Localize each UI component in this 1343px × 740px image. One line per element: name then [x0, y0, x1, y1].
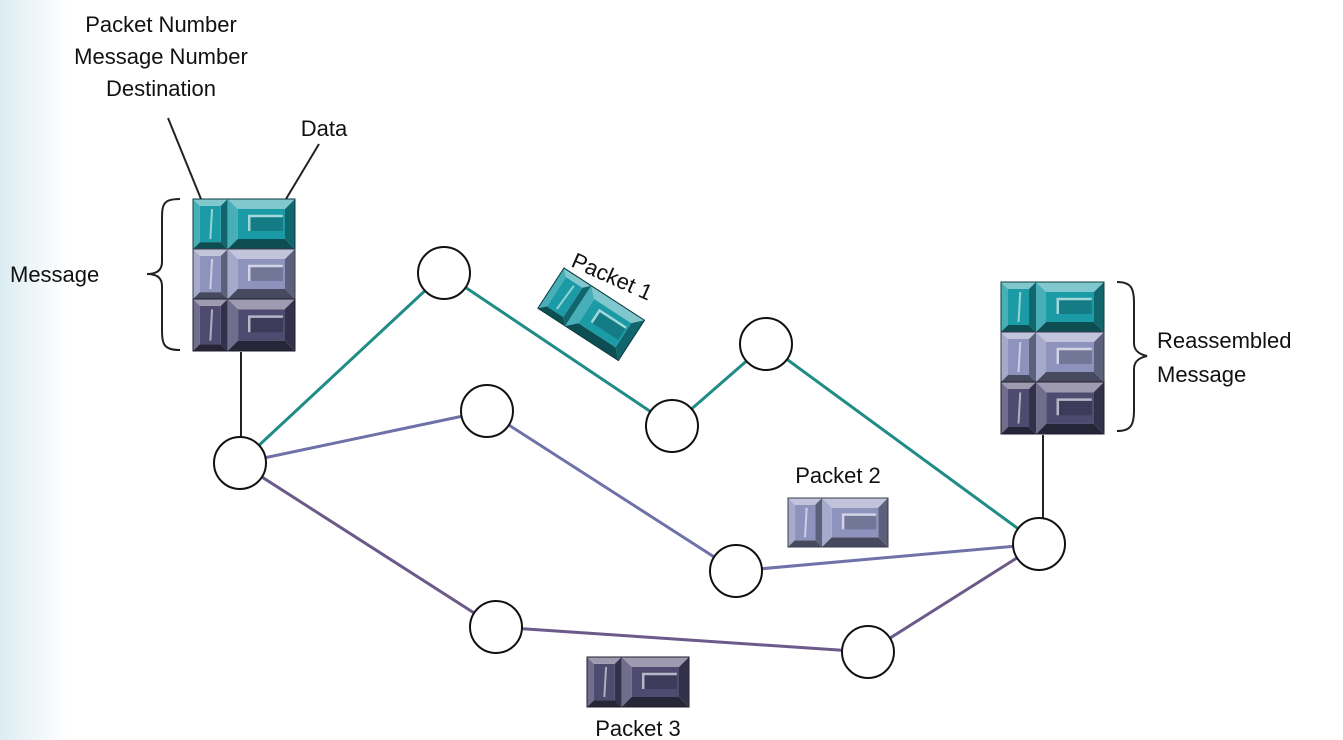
node-middle-1: [460, 384, 514, 438]
node-lower-1: [469, 600, 523, 654]
transit-packet-3-header-cell: [587, 657, 622, 707]
header-label-message-number: Message Number: [74, 44, 248, 69]
node-source: [213, 436, 267, 490]
node-upper-2: [645, 399, 699, 453]
reassembled-label-line2: Message: [1157, 362, 1246, 387]
dest-packet-1: [1000, 281, 1105, 333]
message-brace: [146, 198, 181, 351]
source-packet-3-header-cell: [193, 299, 228, 351]
data-label: Data: [301, 116, 348, 141]
source-packet-2: [192, 248, 296, 300]
source-packet-1: [192, 198, 296, 250]
header-pointer-line: [167, 117, 202, 200]
transit-packet-1-data-cell: [565, 285, 645, 361]
packet-2-label: Packet 2: [795, 463, 881, 488]
header-label-packet-number: Packet Number: [85, 12, 237, 37]
dest-packet-3: [1000, 381, 1105, 435]
reassembled-brace: [1116, 281, 1148, 432]
route-packet-3: [239, 461, 1040, 654]
dest-packet-3-data-cell: [1036, 382, 1104, 434]
dest-packet-2-header-cell: [1001, 332, 1037, 382]
source-packet-3-data-cell: [227, 299, 295, 351]
source-message-stack: [192, 198, 296, 352]
transit-packet-2-data-cell: [822, 498, 888, 547]
node-lower-2: [841, 625, 895, 679]
message-label: Message: [10, 262, 99, 287]
route-packet-2: [239, 409, 1040, 573]
node-destination: [1012, 517, 1066, 571]
network-nodes: [213, 246, 1066, 679]
packet-2-block: [787, 497, 889, 548]
dest-packet-3-header-cell: [1001, 382, 1037, 434]
data-pointer-line: [285, 143, 320, 200]
transit-packet-3: [586, 656, 690, 708]
source-packet-2-header-cell: [193, 249, 228, 299]
node-middle-2: [709, 544, 763, 598]
source-packet-1-data-cell: [227, 199, 295, 249]
transit-packet-3-data-cell: [621, 657, 689, 707]
reassembled-message-stack: [1000, 281, 1105, 435]
header-label-destination: Destination: [106, 76, 216, 101]
node-upper-3: [739, 317, 793, 371]
node-upper-1: [417, 246, 471, 300]
dest-packet-2: [1000, 331, 1105, 383]
source-packet-3: [192, 298, 296, 352]
dest-packet-1-data-cell: [1036, 282, 1104, 332]
packet-3-block: [586, 656, 690, 708]
packet-1-block: [537, 267, 646, 362]
dest-packet-1-header-cell: [1001, 282, 1037, 332]
dest-packet-2-data-cell: [1036, 332, 1104, 382]
transit-packet-1: [537, 267, 646, 362]
source-packet-2-data-cell: [227, 249, 295, 299]
reassembled-label-line1: Reassembled: [1157, 328, 1292, 353]
source-packet-1-header-cell: [193, 199, 228, 249]
transit-packet-2-header-cell: [788, 498, 822, 547]
transit-packet-2: [787, 497, 889, 548]
packet-3-label: Packet 3: [595, 716, 681, 740]
